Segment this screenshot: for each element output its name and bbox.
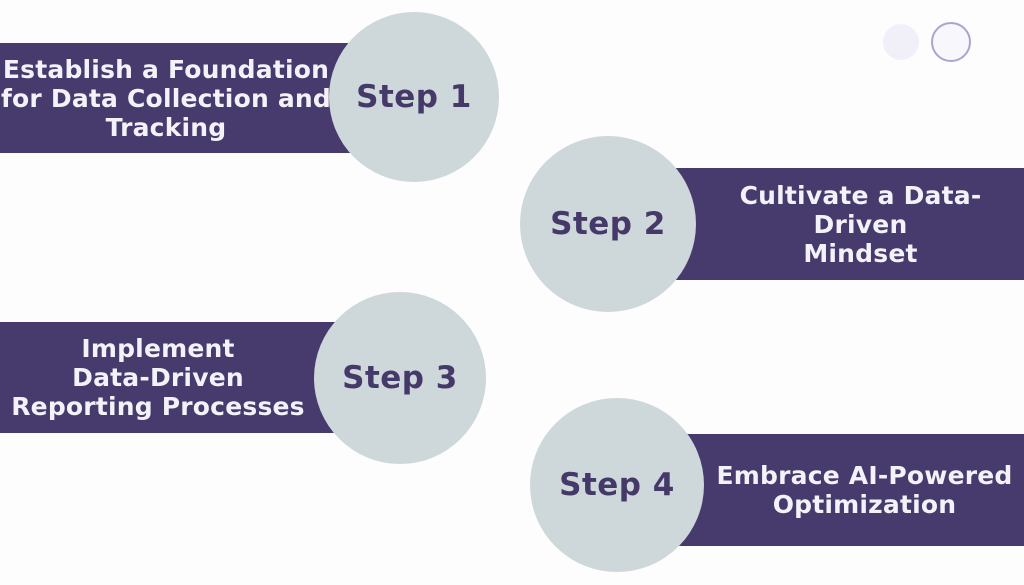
decor-outlined-dot xyxy=(931,22,971,62)
step-4-title: Embrace AI-Powered Optimization xyxy=(716,461,1013,519)
step-1-circle: Step 1 xyxy=(329,12,499,182)
step-4-label: Step 4 xyxy=(559,467,675,503)
step-3-circle: Step 3 xyxy=(314,292,486,464)
step-3-label: Step 3 xyxy=(342,360,458,396)
step-4-circle: Step 4 xyxy=(530,398,704,572)
step-1-label: Step 1 xyxy=(356,79,472,115)
step-2-label: Step 2 xyxy=(550,206,666,242)
step-3-title: Implement Data-Driven Reporting Processe… xyxy=(11,334,305,421)
step-2-circle: Step 2 xyxy=(520,136,696,312)
step-2-title: Cultivate a Data-Driven Mindset xyxy=(739,180,982,268)
step-1-title: Establish a Foundation for Data Collecti… xyxy=(0,54,332,142)
decor-filled-dot xyxy=(883,24,919,60)
